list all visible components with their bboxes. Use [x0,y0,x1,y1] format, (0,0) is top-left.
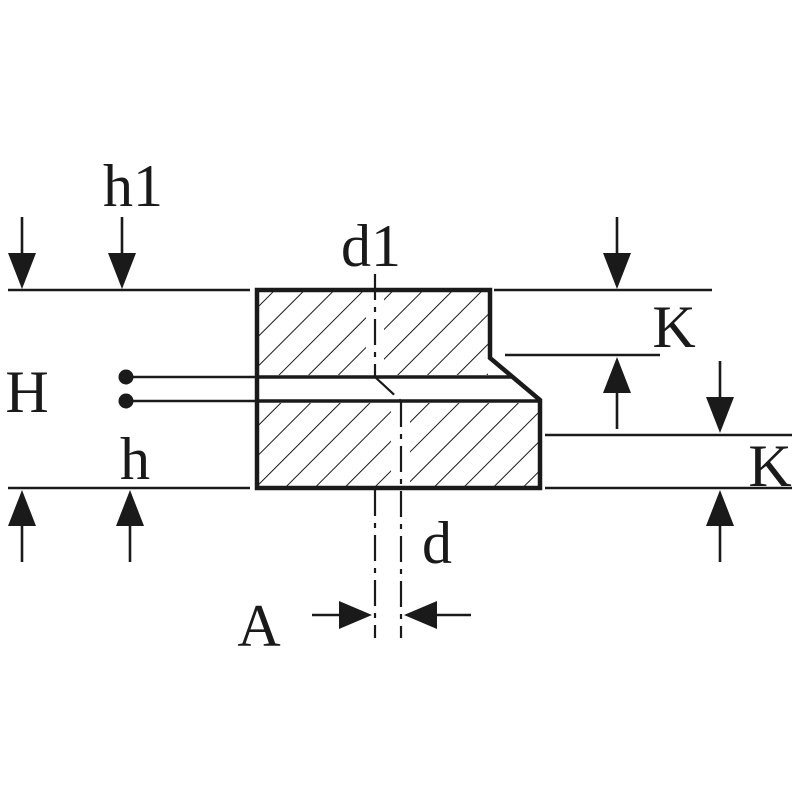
label-h1: h1 [103,153,163,219]
section-hatching [259,292,538,486]
hatch-region-top-right [384,292,488,375]
fitting-body [254,287,543,491]
label-d: d [422,510,452,576]
hatch-region-top-left [259,292,366,375]
label-h: h [120,426,150,492]
datum-dot-lower [118,393,134,409]
arrow-down-h1-outer [8,217,36,289]
arrow-up-h-outer [8,490,36,562]
arrow-down-k-bottom [706,361,734,433]
reference-lines [8,288,792,490]
hatch-region-bottom-right [410,403,538,486]
centerline-jog [374,376,402,402]
label-k-top: K [652,294,695,360]
arrow-right-A [312,601,372,629]
datum-dot-upper [118,369,134,385]
arrow-down-k-top [603,217,631,289]
dimension-labels: h1 d1 K H h K d A [5,153,791,659]
label-A: A [237,593,280,659]
label-k-bottom: K [748,433,791,499]
arrow-down-h1-inner [108,217,136,289]
label-d1: d1 [341,213,401,279]
label-H: H [5,359,48,425]
arrow-left-A [404,601,471,629]
arrow-up-h-inner [116,490,144,562]
dimension-arrows [8,217,734,629]
arrow-up-k-bottom [706,490,734,562]
arrow-up-k-top [603,357,631,429]
datum-dots [118,369,134,409]
hatch-region-bottom-left [259,403,391,486]
